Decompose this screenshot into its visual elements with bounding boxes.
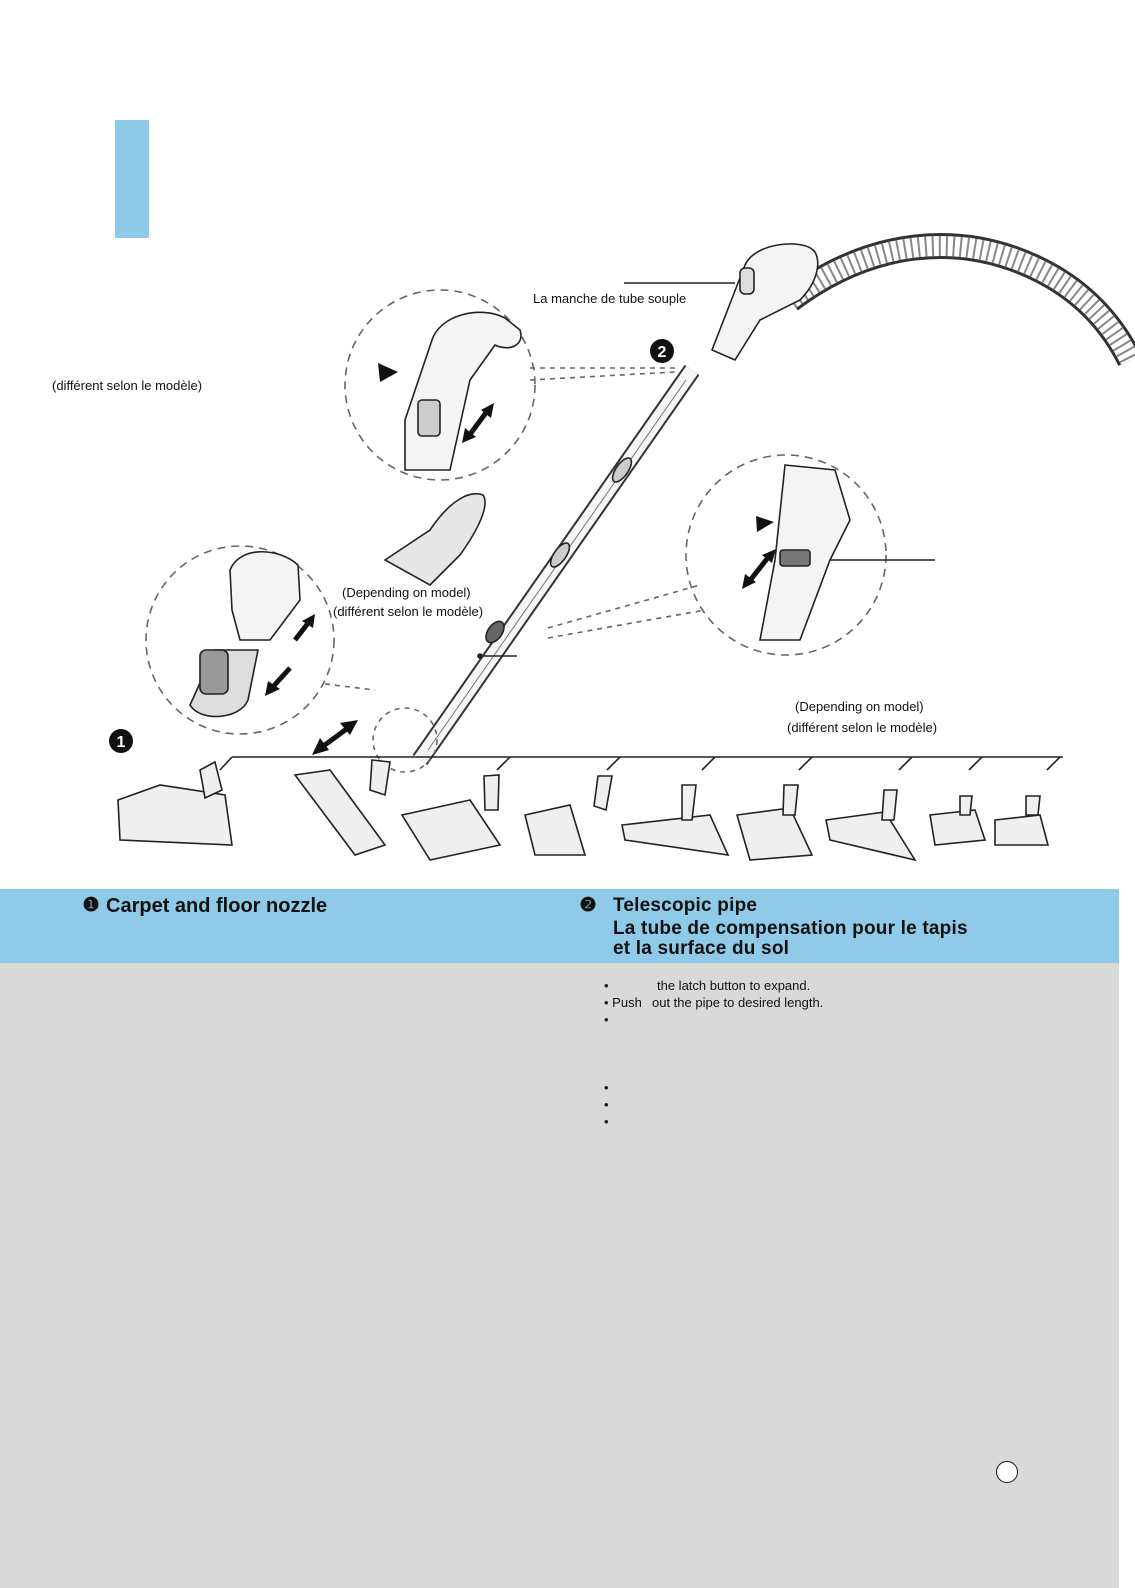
callout-2-badge	[650, 339, 674, 363]
section-1-title: Carpet and floor nozzle	[106, 895, 328, 917]
nozzle-1	[117, 784, 233, 846]
detail-circle-right	[685, 454, 887, 656]
nozzle-2	[293, 769, 387, 856]
section-header-band	[0, 889, 1119, 963]
model-note-center-fr: (différent selon le modèle)	[333, 604, 484, 619]
content-body-band	[0, 963, 1119, 1588]
section-2-subtitle-2: et la surface du sol	[613, 938, 790, 959]
hose-handle	[710, 243, 819, 362]
detail-circle-top	[344, 289, 536, 481]
list-item: •	[604, 1097, 609, 1112]
model-note-right-fr: (différent selon le modèle)	[787, 720, 938, 735]
page-number-circle	[996, 1461, 1018, 1483]
nozzle-4	[524, 804, 587, 856]
nozzle-8	[929, 809, 987, 846]
list-item: •	[604, 1114, 609, 1129]
list-item	[604, 1028, 823, 1045]
model-note-center-en: (Depending on model)	[342, 585, 471, 600]
list-item: •the latch button to expand.	[604, 978, 811, 993]
list-item	[604, 1062, 823, 1079]
list-item: •	[604, 1012, 609, 1027]
callout-2: 2	[658, 344, 667, 361]
model-note-right-en: (Depending on model)	[795, 699, 924, 714]
section-2-subtitle-1: La tube de compensation pour le tapis	[613, 918, 968, 939]
nozzle-6	[735, 807, 814, 861]
vacuum-illustration: 2 1	[109, 233, 1135, 862]
nozzle-5	[621, 814, 730, 857]
nozzle-7	[825, 811, 917, 862]
model-note-left: (différent selon le modèle)	[52, 378, 203, 393]
section-2-number: ❷	[579, 895, 597, 916]
section-color-tab	[115, 120, 149, 238]
list-item	[604, 1045, 823, 1062]
detail-circle-left	[145, 545, 335, 735]
nozzle-9	[994, 814, 1050, 846]
list-item: •	[604, 1080, 609, 1095]
handle-label: La manche de tube souple	[533, 291, 687, 306]
callout-1: 1	[117, 734, 126, 751]
section-2-title: Telescopic pipe	[613, 895, 758, 916]
callout-1-badge	[109, 729, 133, 753]
nozzle-3	[400, 799, 502, 861]
section-1-number: ❶	[82, 895, 100, 916]
